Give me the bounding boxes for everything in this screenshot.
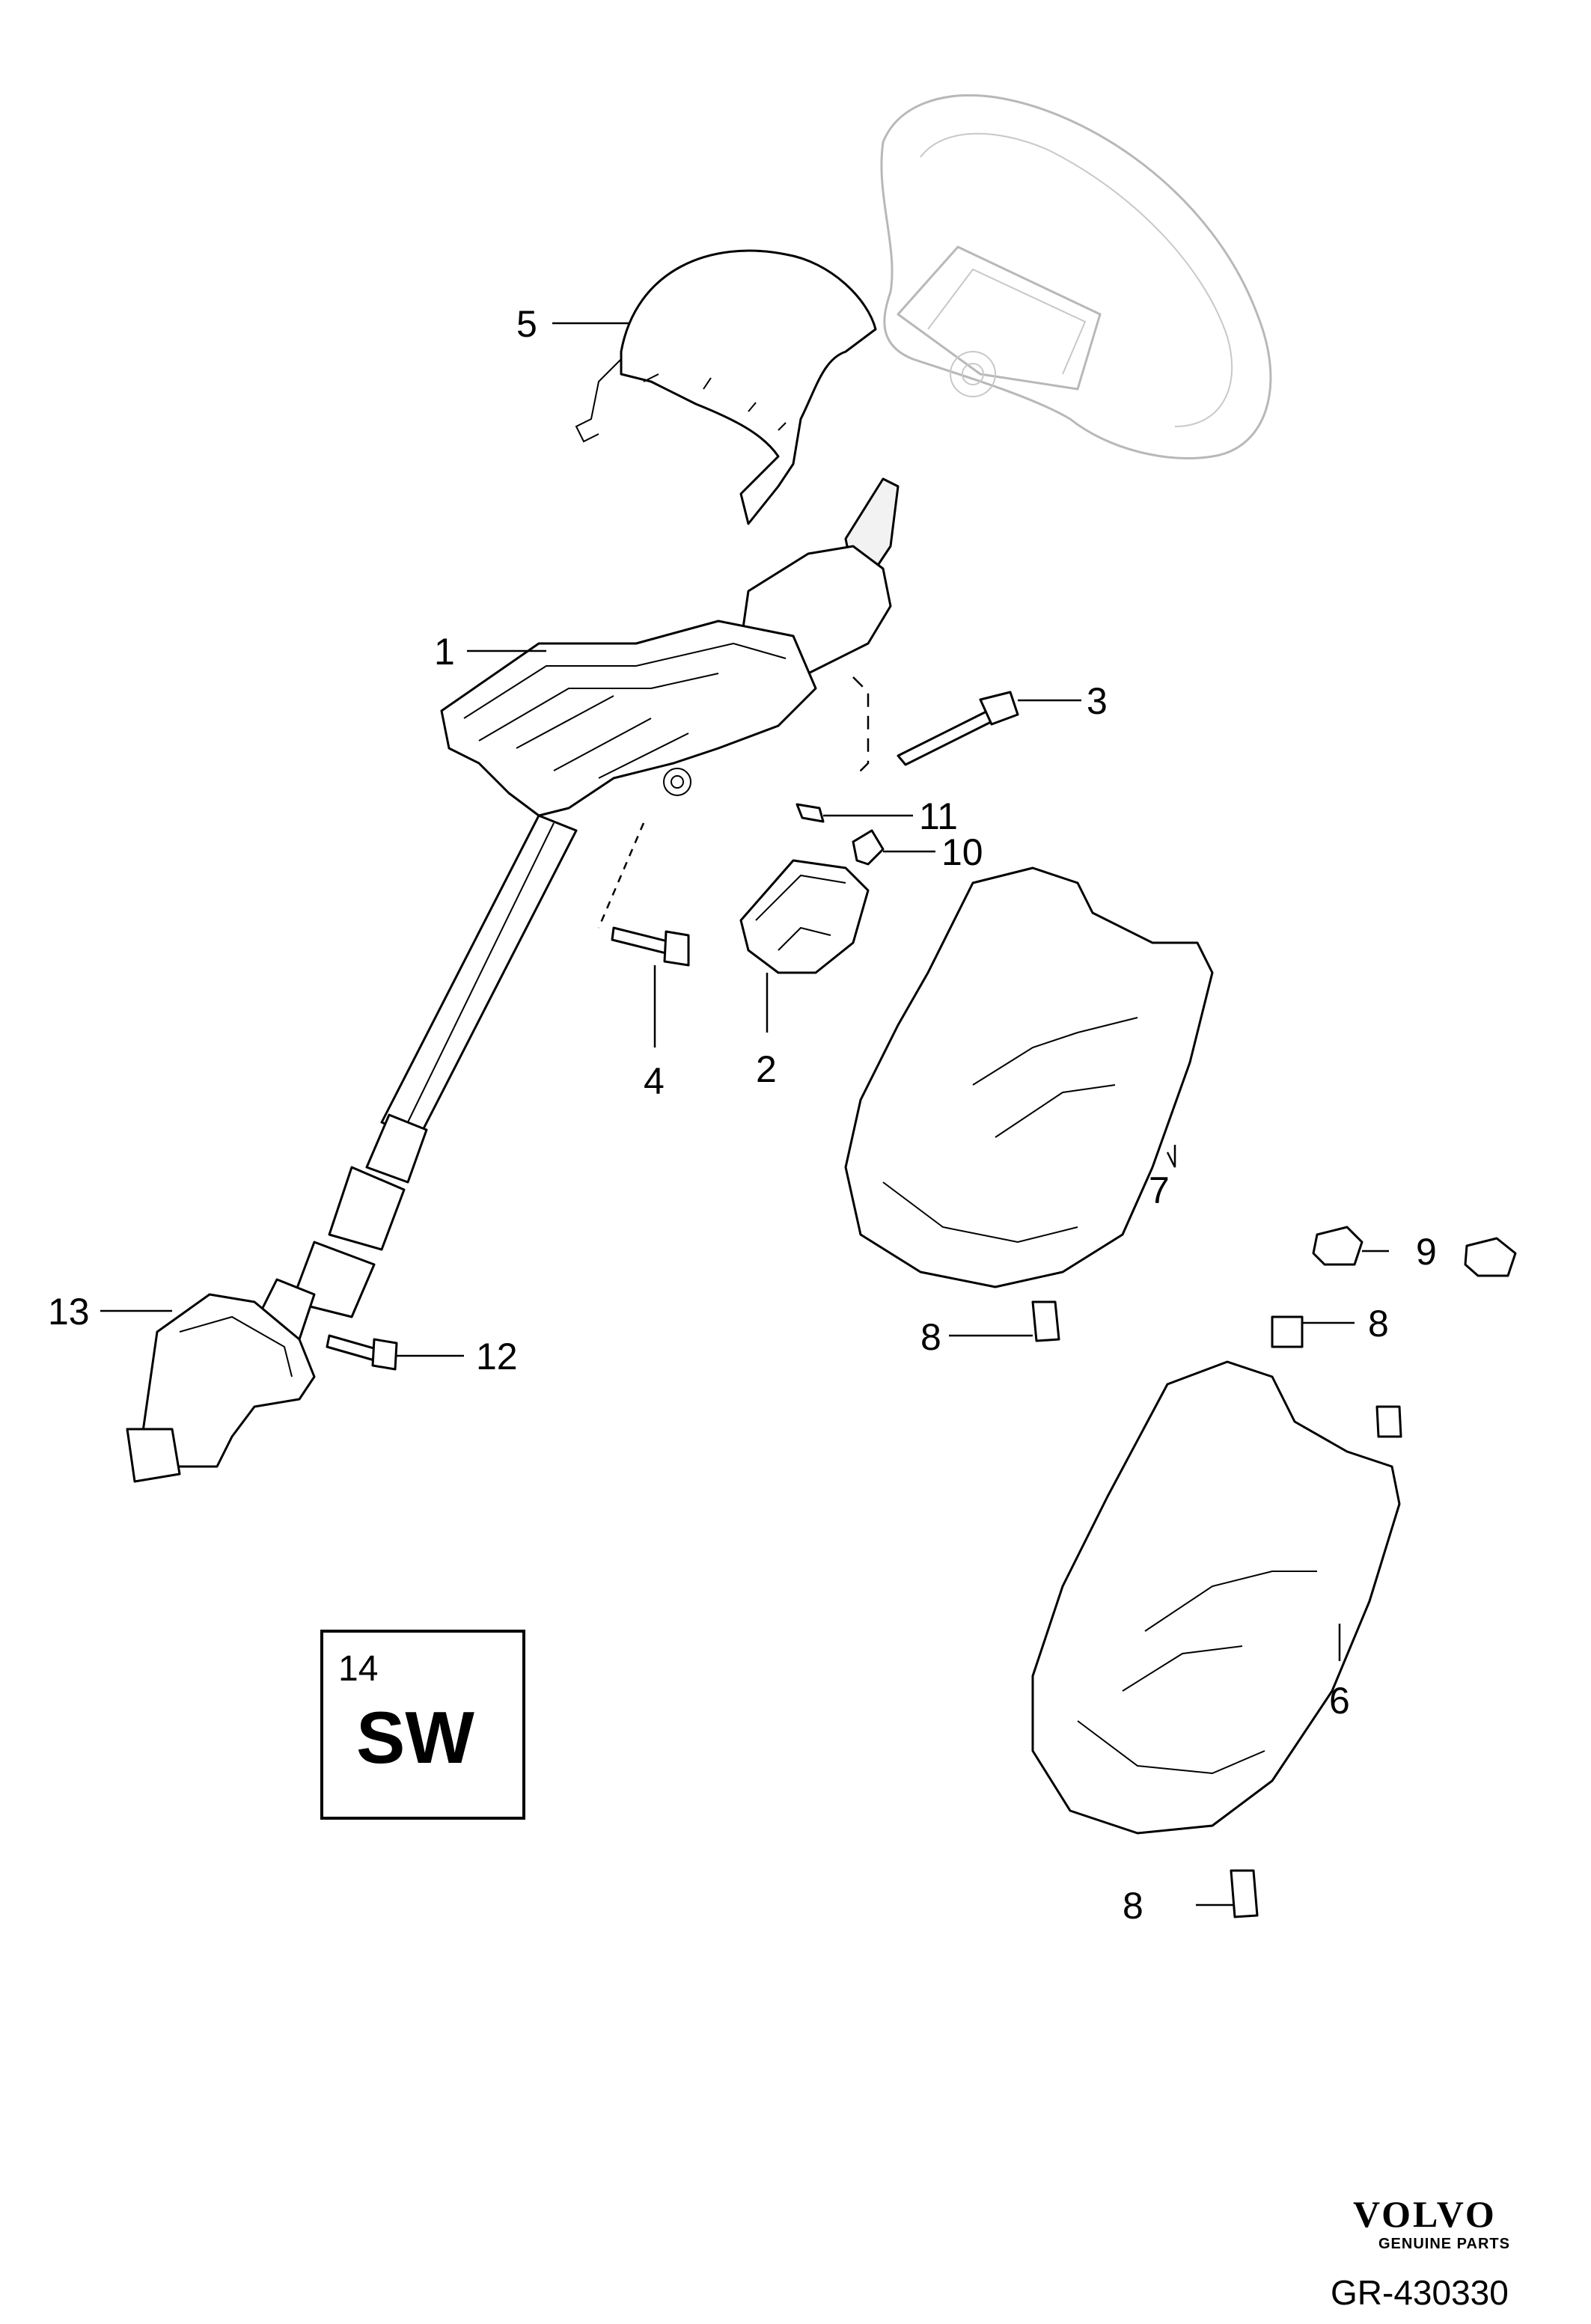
screw-8-c	[1375, 1405, 1402, 1438]
cap-9-left	[1312, 1226, 1364, 1266]
callout-10: 10	[941, 831, 983, 873]
screw-8-a	[1031, 1300, 1060, 1342]
callout-7: 7	[1149, 1169, 1170, 1211]
screw-8-d	[1230, 1869, 1259, 1918]
lower-joint	[126, 1293, 316, 1483]
callout-11: 11	[919, 795, 958, 837]
steering-column	[253, 477, 900, 1341]
brand-tagline: GENUINE PARTS	[1378, 2236, 1510, 2252]
cap-9-right	[1464, 1237, 1517, 1277]
lower-shroud-6	[1031, 1360, 1401, 1835]
callout-3: 3	[1087, 680, 1108, 722]
callout-8-b: 8	[1368, 1303, 1389, 1345]
upper-shroud	[575, 249, 877, 525]
leader-7	[1166, 1145, 1176, 1168]
steering-wheel-ghost	[880, 94, 1272, 459]
lower-shroud-7	[844, 866, 1214, 1288]
callout-9: 9	[1416, 1231, 1437, 1273]
bolt-3	[897, 691, 1019, 766]
variant-box-number: 14	[338, 1649, 378, 1689]
clip-10	[852, 829, 885, 866]
callout-4: 4	[644, 1060, 665, 1102]
callout-13: 13	[48, 1291, 90, 1333]
dashed-line-4	[597, 822, 645, 929]
callout-1: 1	[434, 631, 455, 673]
bolt-12	[326, 1334, 398, 1371]
diagram-reference: GR-430330	[1331, 2273, 1509, 2312]
callout-5: 5	[516, 303, 537, 345]
callout-12: 12	[476, 1336, 518, 1377]
callout-2: 2	[756, 1048, 777, 1090]
screw-11	[796, 803, 825, 823]
callout-8-c: 8	[1123, 1885, 1143, 1927]
bolt-4	[611, 926, 690, 967]
callout-6: 6	[1329, 1680, 1350, 1722]
leader-3-dashed	[852, 676, 870, 775]
brand-logo: VOLVO	[1353, 2193, 1497, 2235]
variant-box-code: SW	[356, 1696, 474, 1779]
module-2	[739, 859, 870, 974]
callout-8-a: 8	[920, 1316, 941, 1358]
variant-box-frame	[320, 1630, 525, 1820]
screw-8-b	[1271, 1315, 1304, 1348]
variant-box: 14 SW	[320, 1630, 525, 1820]
brand-block: VOLVO GENUINE PARTS GR-430330	[1331, 2193, 1510, 2312]
